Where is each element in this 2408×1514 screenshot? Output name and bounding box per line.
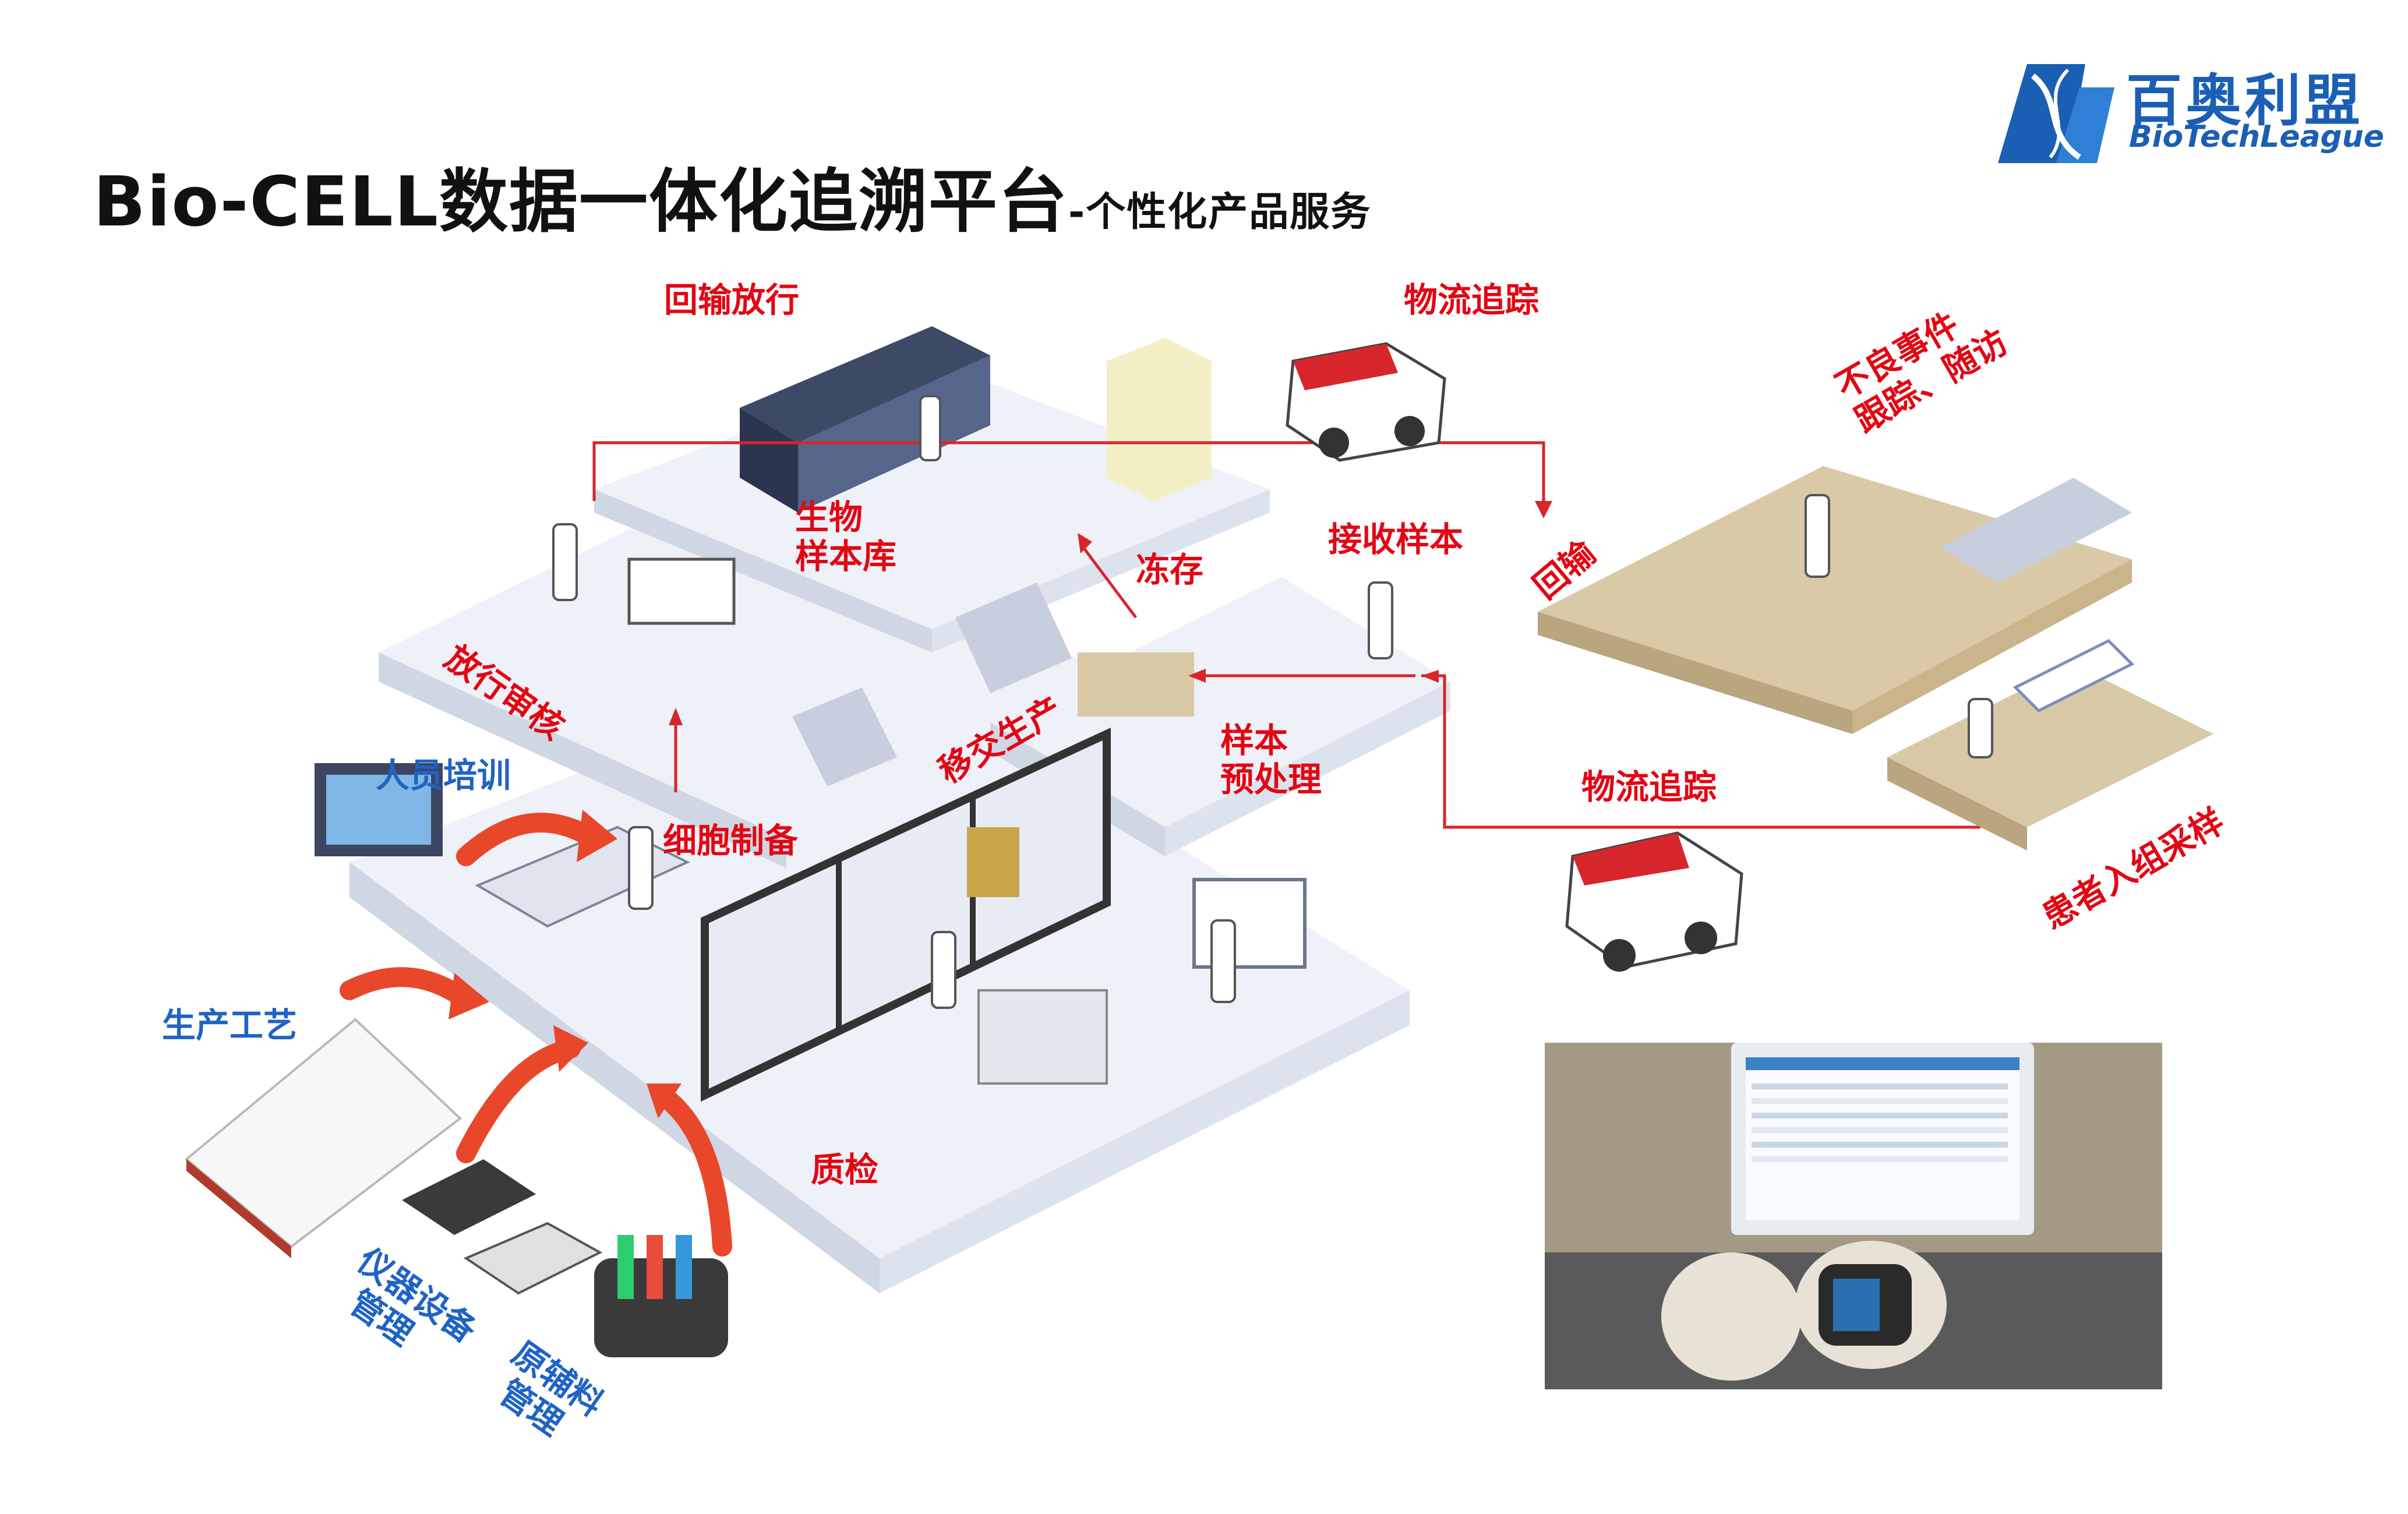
flow-arrowheads-big — [449, 810, 682, 1118]
process-book — [184, 1018, 462, 1258]
flow-arrows-big — [340, 813, 732, 1257]
label-shengwu: 生物 样本库 — [795, 498, 896, 576]
label-shengchan: 生产工艺 — [162, 1005, 298, 1045]
label-renyuan: 人员培训 — [376, 756, 511, 795]
label-yangben-line1: 样本 — [1220, 721, 1288, 760]
tablet-photo — [1545, 1043, 2162, 1389]
ambulance-top-icon — [1286, 342, 1446, 462]
server-racks — [740, 326, 1212, 513]
label-shengwu-line2: 样本库 — [795, 536, 897, 576]
ambulance-bottom-icon — [1565, 831, 1743, 972]
label-zhijian: 质检 — [811, 1150, 879, 1190]
label-shengwu-line1: 生物 — [795, 497, 863, 537]
label-yangben-line2: 预处理 — [1220, 759, 1322, 799]
label-yangben: 样本 预处理 — [1220, 721, 1322, 799]
label-jieshou: 接收样本 — [1328, 520, 1464, 559]
staff-figures — [552, 395, 1993, 1009]
clinic-platforms — [1538, 466, 2213, 850]
label-wuliu-bottom: 物流追踪 — [1581, 767, 1717, 807]
clean-room — [701, 728, 1111, 1102]
label-huishu-fangxing: 回输放行 — [664, 280, 800, 320]
label-xibao: 细胞制备 — [663, 821, 799, 860]
stairs — [792, 583, 1072, 786]
tablet-photo-image — [1545, 1043, 2162, 1389]
title-subtitle: -个性化产品服务 — [1068, 189, 1372, 235]
process-arrowheads — [669, 501, 1552, 725]
label-wuliu-top: 物流追踪 — [1404, 280, 1540, 320]
instruments — [402, 1159, 728, 1357]
page-title: Bio-CELL数据一体化追溯平台-个性化产品服务 — [93, 146, 1371, 245]
logo-text-en: BioTechLeague — [2129, 119, 2385, 154]
logo-text-cn: 百奥利盟 — [2126, 68, 2364, 133]
title-main-text: Bio-CELL数据一体化追溯平台 — [93, 161, 1069, 242]
lab-benches — [315, 557, 1307, 1085]
label-dongcun: 冻存 — [1136, 550, 1204, 590]
company-logo-icon — [1998, 64, 2114, 163]
